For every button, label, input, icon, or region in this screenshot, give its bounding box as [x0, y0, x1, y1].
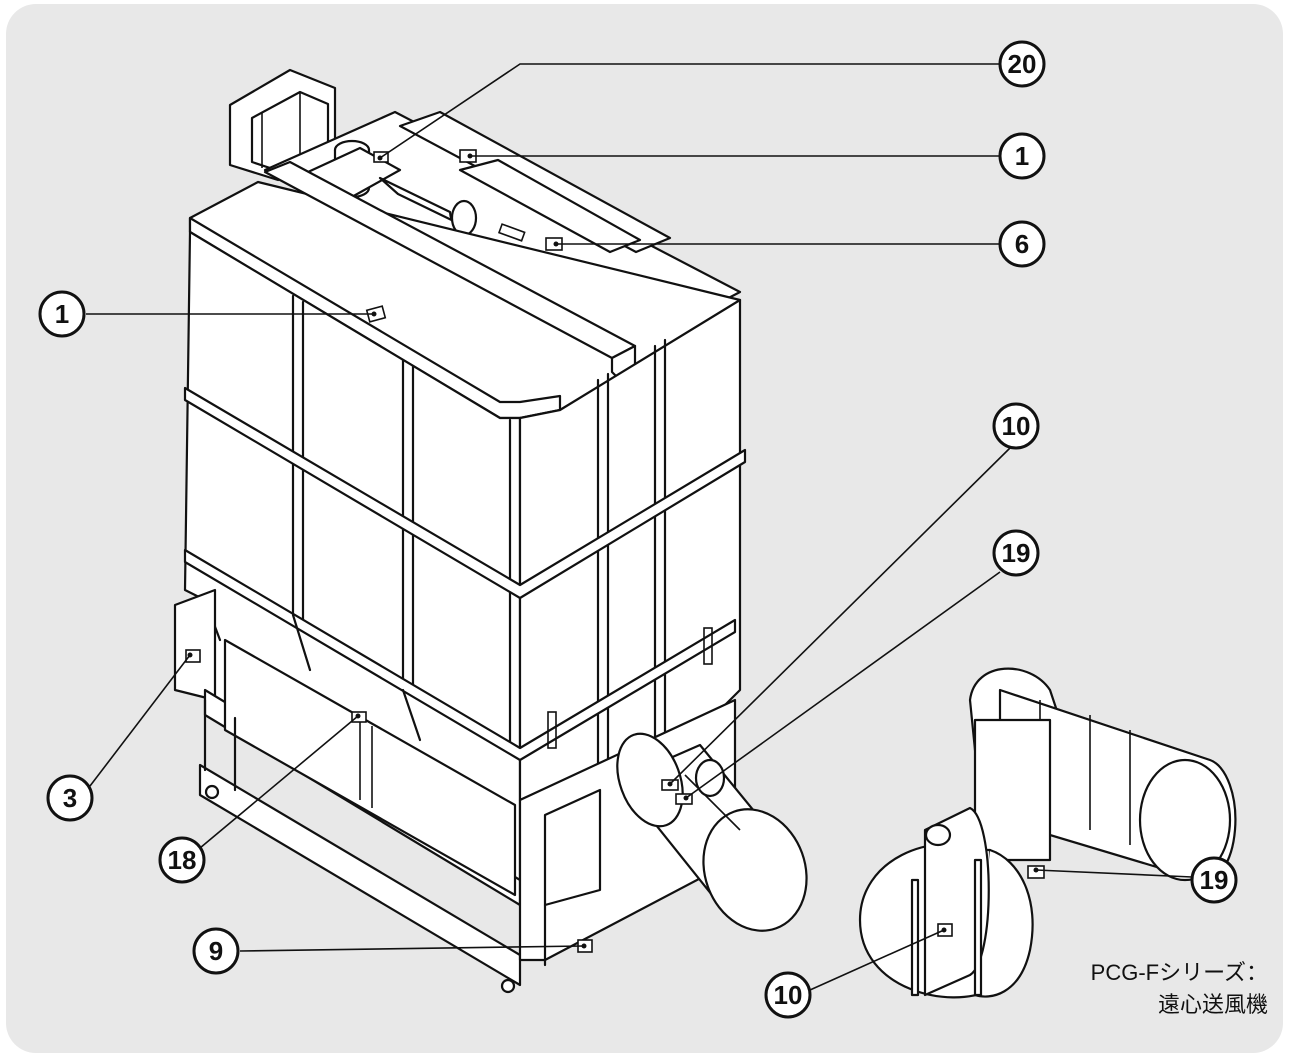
leader-dots [187, 153, 1039, 949]
centrifugal-fan [858, 667, 1237, 999]
svg-text:1: 1 [55, 299, 69, 329]
callout-10-right: 10 [992, 402, 1040, 450]
caption-series: PCG-Fシリーズ： [1091, 960, 1268, 985]
callout-9: 9 [192, 927, 240, 975]
svg-text:19: 19 [1200, 865, 1229, 895]
svg-text:18: 18 [168, 845, 197, 875]
side-slot-1 [547, 711, 557, 749]
base-skid [198, 763, 522, 987]
base-front-panel [223, 638, 517, 897]
lower-band [183, 548, 737, 762]
callout-19-fan: 19 [1190, 856, 1238, 904]
svg-text:9: 9 [209, 936, 223, 966]
svg-text:10: 10 [774, 980, 803, 1010]
svg-text:20: 20 [1008, 49, 1037, 79]
svg-text:3: 3 [63, 783, 77, 813]
dust-collector-unit [173, 68, 808, 994]
caption-fan-type: 遠心送風機 [1158, 992, 1268, 1017]
middle-band [183, 386, 747, 600]
callout-3: 3 [46, 774, 94, 822]
svg-text:1: 1 [1015, 141, 1029, 171]
callout-1-left: 1 [38, 290, 86, 338]
callout-1-top-right: 1 [998, 132, 1046, 180]
callout-20-top: 20 [998, 40, 1046, 88]
inspection-door [458, 158, 642, 254]
svg-text:19: 19 [1002, 538, 1031, 568]
callout-18: 18 [158, 836, 206, 884]
leader-lines [86, 63, 1193, 991]
left-flange [173, 588, 217, 702]
callout-6: 6 [998, 220, 1046, 268]
side-slot-2 [703, 627, 713, 665]
svg-text:6: 6 [1015, 229, 1029, 259]
callout-19-right: 19 [992, 529, 1040, 577]
callout-10-fan: 10 [764, 971, 812, 1019]
svg-text:10: 10 [1002, 411, 1031, 441]
outlet-flange [543, 788, 602, 907]
